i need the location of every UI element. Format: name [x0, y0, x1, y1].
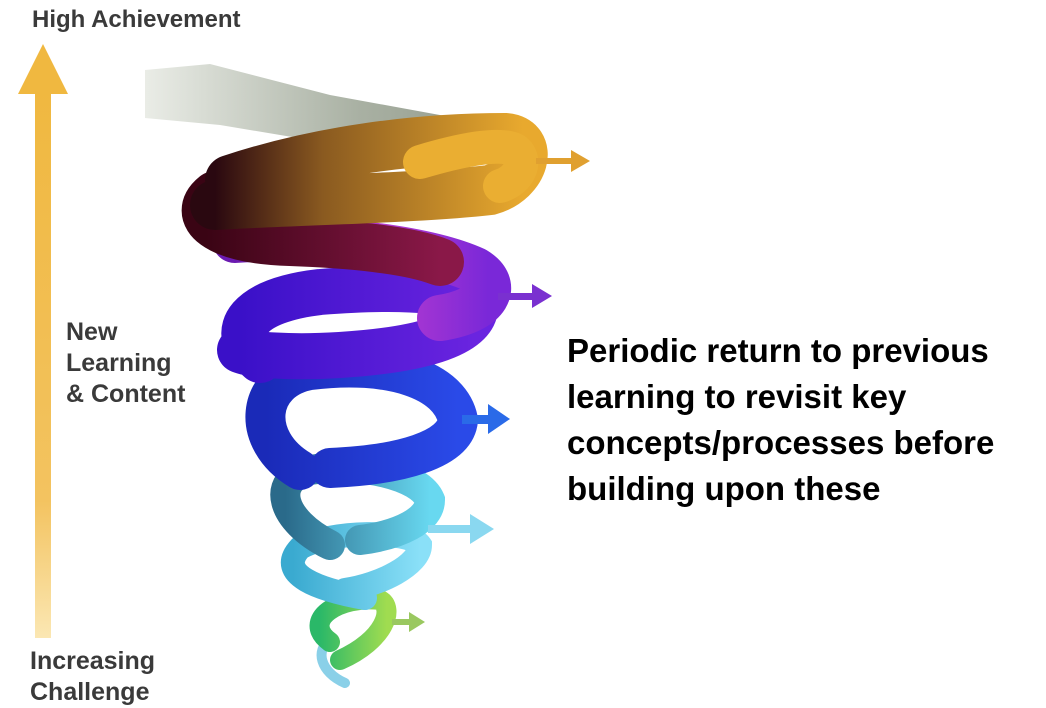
caption-line-4: building upon these — [567, 470, 881, 507]
caption-line-3: concepts/processes before — [567, 424, 995, 461]
caption-text: Periodic return to previous learning to … — [567, 328, 1045, 512]
side-arrows — [392, 150, 590, 632]
caption-line-1: Periodic return to previous — [567, 332, 989, 369]
side-arrow-blue — [462, 404, 510, 434]
side-arrow-green — [392, 612, 425, 632]
spiral — [182, 112, 548, 688]
side-arrow-light-blue — [428, 514, 494, 544]
caption-line-2: learning to revisit key — [567, 378, 907, 415]
new-learning-line-1: New — [66, 318, 118, 346]
increasing-challenge-line-1: Increasing — [30, 647, 156, 675]
increasing-challenge-label: Increasing Challenge — [30, 646, 155, 708]
vertical-arrow — [18, 44, 68, 638]
new-learning-line-3: & Content — [66, 380, 186, 408]
side-arrow-gold — [536, 150, 590, 172]
new-learning-line-2: Learning — [66, 349, 172, 377]
high-achievement-label: High Achievement — [32, 6, 241, 33]
side-arrow-purple — [498, 284, 552, 308]
new-learning-label: New Learning & Content — [66, 317, 185, 410]
increasing-challenge-line-2: Challenge — [30, 678, 150, 706]
